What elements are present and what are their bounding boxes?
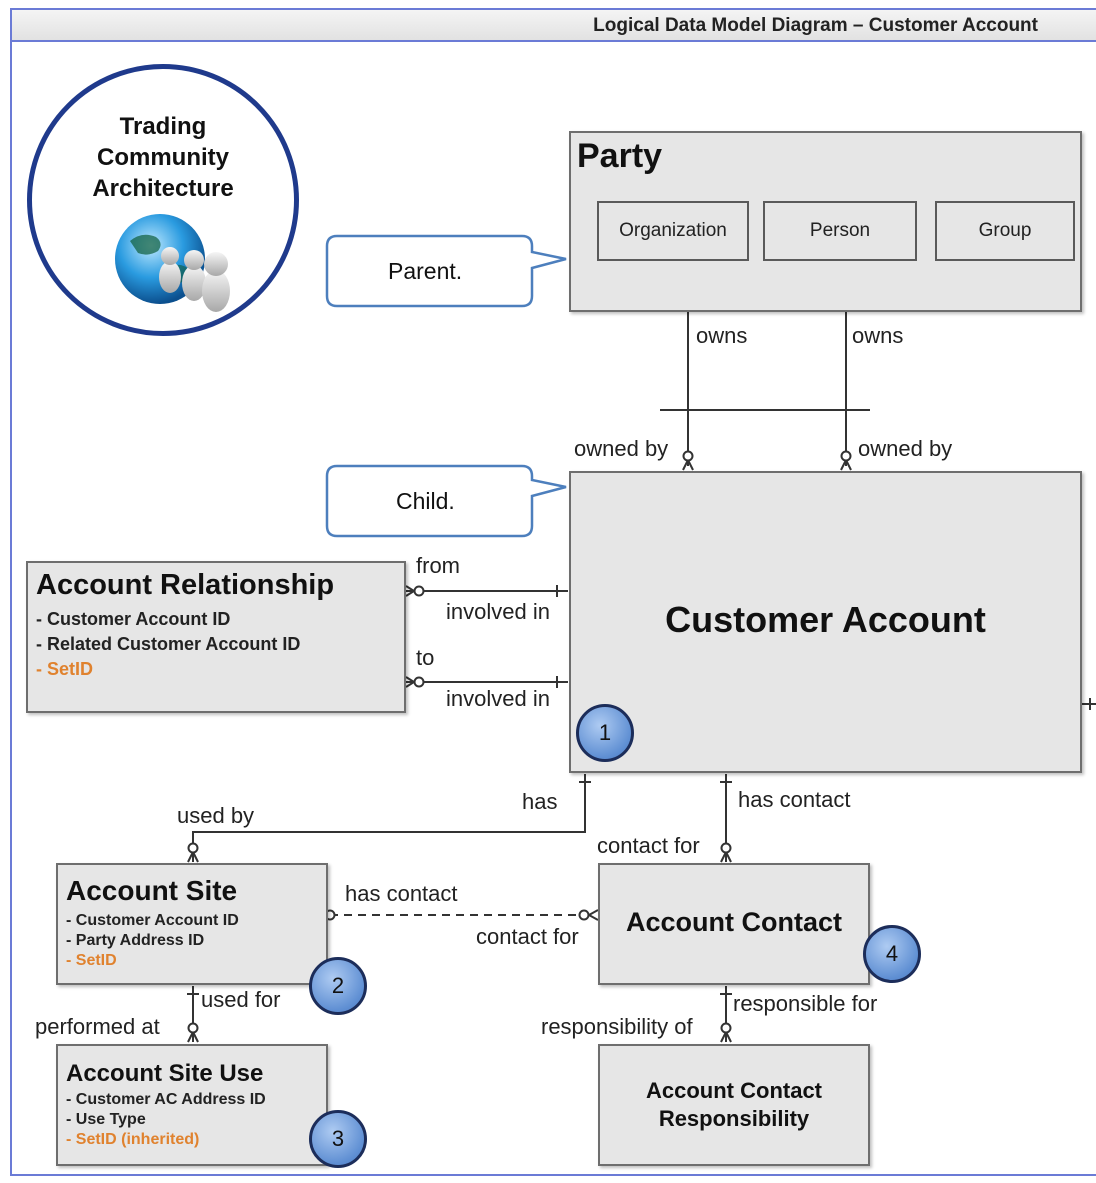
label-owned-by-person: owned by — [858, 436, 953, 461]
party-subtype-person: Person — [763, 201, 917, 261]
title-bar: Logical Data Model Diagram – Customer Ac… — [12, 10, 1096, 42]
step-badge-3: 3 — [309, 1110, 367, 1168]
customer-account-entity: Customer Account — [569, 471, 1082, 773]
account-site-attr-2: - Party Address ID — [66, 932, 205, 949]
diagram-title: Logical Data Model Diagram – Customer Ac… — [593, 15, 1038, 36]
label-from: from — [416, 553, 460, 578]
account-site-use-attr-1: - Customer AC Address ID — [66, 1091, 266, 1108]
party-title: Party — [577, 137, 663, 175]
party-subtype-organization: Organization — [597, 201, 749, 261]
label-involved-in-to: involved in — [446, 686, 550, 711]
account-site-title: Account Site — [66, 875, 238, 906]
label-to: to — [416, 645, 435, 670]
label-owns-organization: owns — [696, 323, 748, 348]
label-owned-by-organization: owned by — [574, 436, 669, 461]
account-contact-entity: Account Contact — [598, 863, 870, 985]
account-site-use-title: Account Site Use — [66, 1060, 264, 1087]
child-callout-shape — [325, 464, 567, 538]
party-subtype-group: Group — [935, 201, 1075, 261]
responsibility-title-line-2: Responsibility — [658, 1106, 810, 1131]
tca-emblem: Trading Community Architecture — [27, 64, 299, 336]
label-involved-in-from: involved in — [446, 599, 550, 624]
globe-with-people-icon — [115, 214, 230, 312]
step-badge-1: 1 — [576, 704, 634, 762]
account-relationship-entity: Account Relationship - Customer Account … — [26, 561, 406, 713]
label-contact-for-site: contact for — [476, 924, 579, 949]
account-site-attr-1: - Customer Account ID — [66, 912, 239, 929]
account-relationship-setid: - SetID — [36, 659, 94, 679]
account-site-use-attr-2: - Use Type — [66, 1111, 146, 1128]
child-callout: Child. — [396, 488, 455, 514]
account-site-use-setid: - SetID (inherited) — [66, 1131, 200, 1148]
label-has-contact-account: has contact — [738, 787, 851, 812]
account-relationship-attr-2: - Related Customer Account ID — [36, 634, 301, 654]
parent-callout-shape — [325, 234, 567, 308]
emblem-line-3: Architecture — [92, 175, 234, 202]
diagram-frame — [10, 8, 1096, 1176]
party-entity: Party Organization Person Group — [569, 131, 1082, 312]
step-badge-4: 4 — [863, 925, 921, 983]
label-contact-for-account: contact for — [597, 833, 700, 858]
account-relationship-attr-1: - Customer Account ID — [36, 609, 231, 629]
label-has-contact-site: has contact — [345, 881, 458, 906]
account-site-setid: - SetID — [66, 952, 117, 969]
account-contact-title: Account Contact — [626, 907, 842, 937]
step-badge-2: 2 — [309, 957, 367, 1015]
emblem-line-1: Trading — [119, 113, 207, 140]
label-responsible-for: responsible for — [733, 991, 878, 1016]
account-contact-responsibility-entity: Account Contact Responsibility — [598, 1044, 870, 1166]
account-site-use-entity: Account Site Use - Customer AC Address I… — [56, 1044, 328, 1166]
label-responsibility-of: responsibility of — [541, 1014, 693, 1039]
customer-account-title: Customer Account — [665, 599, 986, 640]
label-owns-person: owns — [852, 323, 904, 348]
label-has: has — [522, 789, 558, 814]
responsibility-title-line-1: Account Contact — [646, 1078, 822, 1103]
account-relationship-title: Account Relationship — [36, 569, 335, 601]
label-used-for: used for — [201, 987, 281, 1012]
parent-callout: Parent. — [388, 258, 463, 284]
account-site-entity: Account Site - Customer Account ID - Par… — [56, 863, 328, 985]
label-used-by: used by — [177, 803, 255, 828]
label-performed-at: performed at — [35, 1014, 160, 1039]
emblem-line-2: Community — [97, 144, 229, 171]
